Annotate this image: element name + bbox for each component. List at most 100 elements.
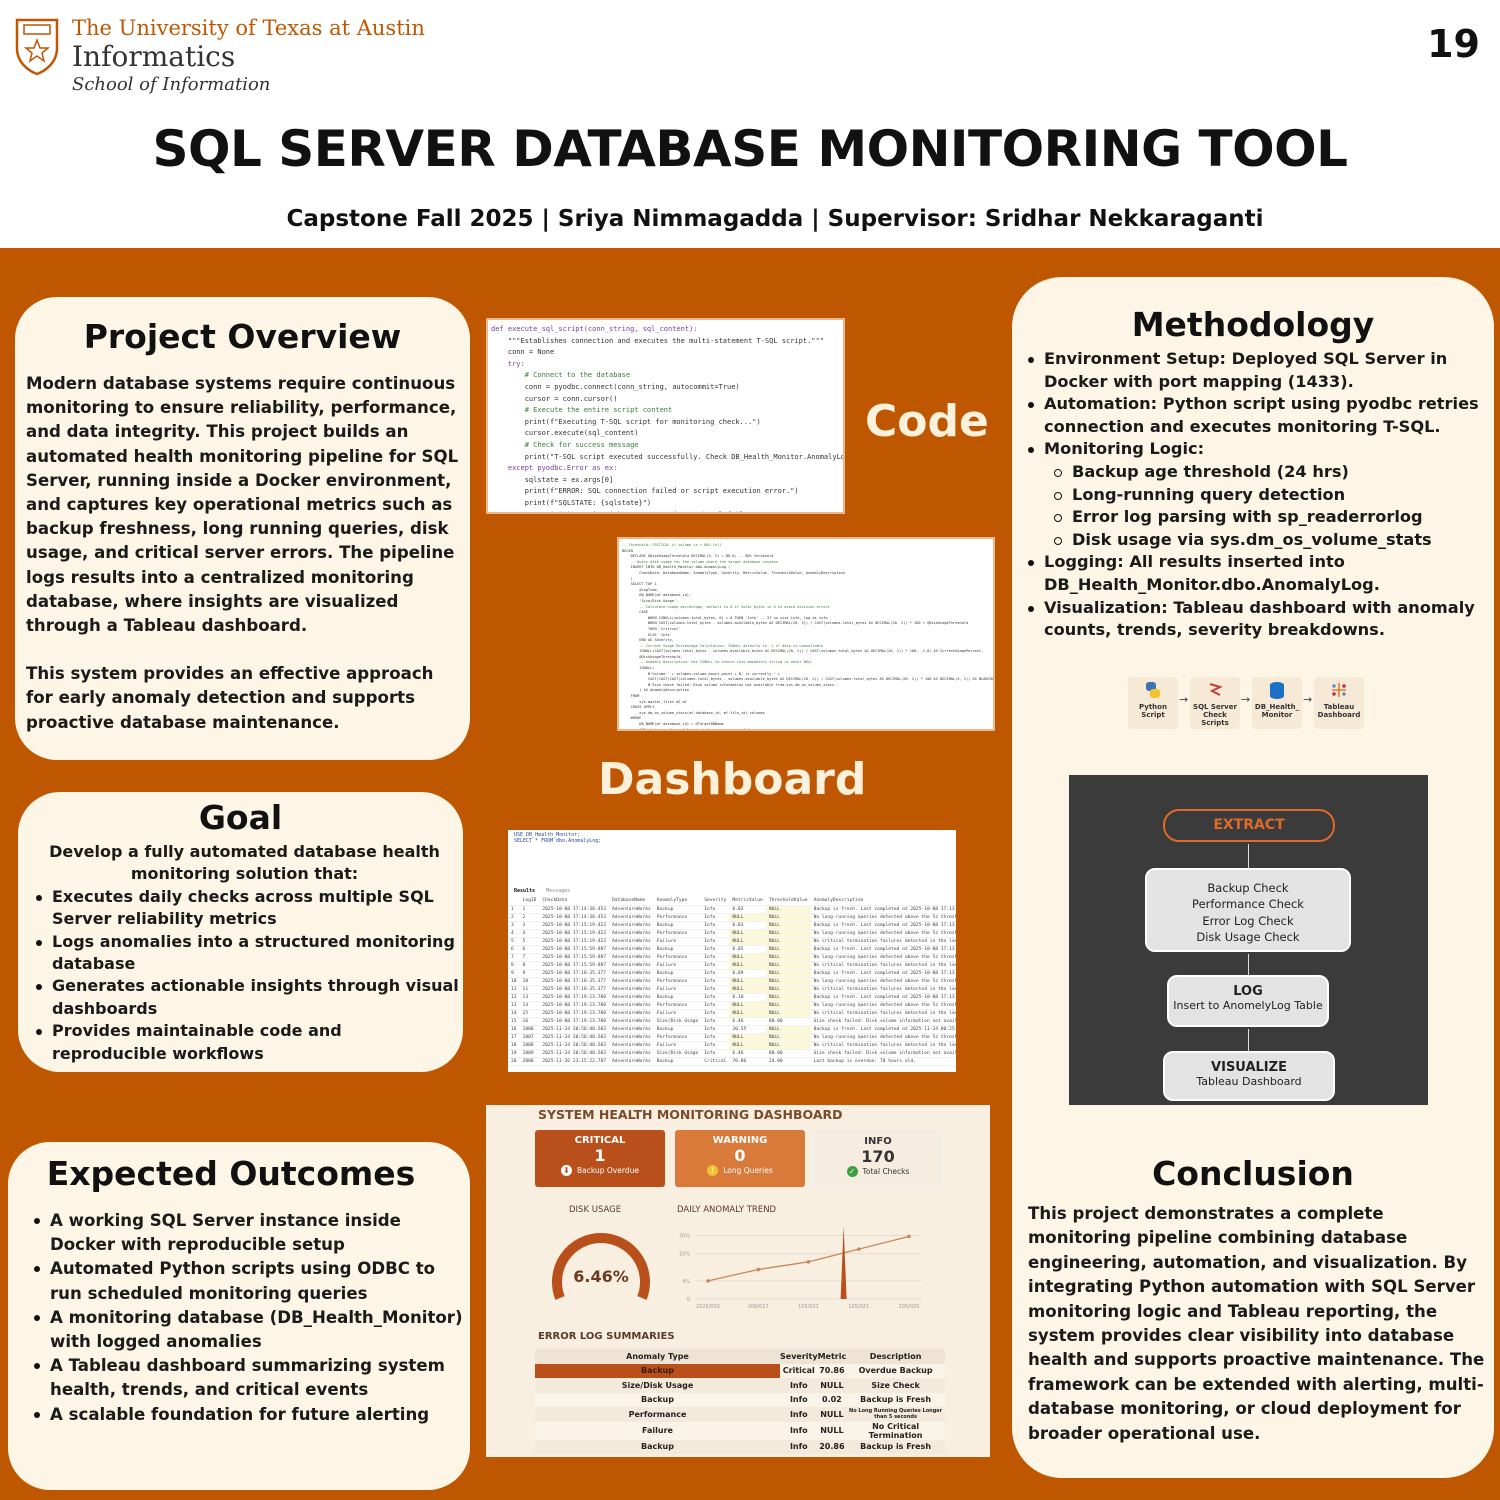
goal-list: Executes daily checks across multiple SQ… — [30, 886, 459, 1065]
column-header[interactable]: MetricValue — [729, 897, 766, 906]
table-cell: 8 — [519, 961, 540, 970]
arrow-icon — [1248, 844, 1249, 868]
table-cell: NULL — [729, 913, 766, 922]
list-item: Visualization: Tableau dashboard with an… — [1022, 597, 1490, 642]
tableau-icon — [1330, 683, 1348, 703]
poster-subtitle: Capstone Fall 2025 | Sriya Nimmagadda | … — [286, 206, 1264, 232]
table-cell: Info — [701, 1033, 730, 1043]
code-line: sqlstate = ex.args[0] — [491, 475, 614, 484]
table-cell: Info — [789, 1442, 808, 1452]
table-cell: 2025-10-08 17:15:19.423 — [539, 921, 610, 930]
pipeline-label: DB_Health_ Monitor — [1254, 703, 1300, 719]
table-cell: Info — [701, 1009, 730, 1019]
column-header[interactable]: LogID — [519, 897, 540, 906]
code-line: N'Volume ' + volumes.volume_mount_point … — [622, 671, 780, 676]
tab-messages[interactable]: Messages — [546, 888, 571, 894]
table-cell: Failure — [642, 1426, 673, 1435]
column-header[interactable]: AnomalyDescription — [810, 897, 956, 906]
table-cell: NULL — [729, 1001, 766, 1011]
code-line: conn = pyodbc.connect(conn_string, autoc… — [491, 382, 740, 391]
arrow-icon — [1248, 1029, 1249, 1051]
code-line: WHEN CAST(volumes.total_bytes - volumes.… — [622, 621, 969, 626]
table-cell: Backup is fresh. Last completed at 2025-… — [810, 993, 956, 1003]
pipeline-step: Python Script — [1128, 677, 1178, 729]
table-cell: Info — [701, 1049, 730, 1059]
log-title: LOG — [1233, 984, 1263, 999]
code-line: ) AS AnomalyDescription — [622, 688, 690, 693]
section-title: Methodology — [1131, 305, 1375, 344]
table-cell: Info — [701, 921, 730, 930]
table-cell: NULL — [820, 1409, 844, 1419]
table-cell: NULL — [729, 961, 766, 970]
overview-paragraph: Modern database systems require continuo… — [26, 374, 459, 636]
table-cell: Performance — [628, 1409, 687, 1419]
table-cell: 2025-10-08 17:15:19.423 — [539, 937, 610, 946]
x-tick-label: 105/025 — [899, 1304, 920, 1310]
table-cell: 4 — [519, 929, 540, 938]
row-num: 9 — [508, 969, 520, 978]
checks-node: Backup Check Performance Check Error Log… — [1145, 868, 1351, 952]
table-cell: Info — [701, 969, 730, 978]
row-num: 1 — [508, 905, 520, 914]
code-line: -- Calculate usage percentage, default t… — [622, 604, 830, 609]
code-line: -- Current Usage Percentage Calculation.… — [622, 643, 824, 648]
list-item: A scalable foundation for future alertin… — [28, 1403, 466, 1427]
table-cell: 2025-11-24 20:56:40.503 — [539, 1049, 610, 1059]
code-line: cursor = conn.cursor() — [491, 394, 618, 403]
row-num: 15 — [508, 1017, 520, 1027]
table-cell: AdventureWorks — [609, 905, 654, 914]
y-tick-label: 70% — [679, 1234, 690, 1240]
code-line: cursor.execute(sql_content) — [491, 429, 639, 438]
code-line: CAST(CAST(CAST(volumes.total_bytes - vol… — [622, 677, 995, 682]
table-cell: AdventureWorks — [609, 961, 654, 970]
goal-card: Goal Develop a fully automated database … — [18, 792, 463, 1072]
code-line: print("T-SQL script executed successfull… — [524, 452, 845, 461]
table-cell: AdventureWorks — [609, 969, 654, 978]
code-line: THEN 'Critical' — [622, 626, 681, 631]
code-line: try: — [491, 359, 525, 368]
table-cell: 20.86 — [819, 1442, 845, 1452]
arrow-right-icon: → — [1303, 693, 1313, 706]
table-cell: Performance — [653, 1001, 702, 1011]
table-cell: AdventureWorks — [609, 953, 654, 962]
column-header[interactable]: DatabaseName — [609, 897, 654, 906]
table-cell: 2025-10-08 17:18:35.377 — [539, 969, 610, 978]
table-cell: 2 — [519, 913, 540, 922]
column-header: Anomaly Type — [626, 1351, 689, 1361]
tab-results[interactable]: Results — [514, 888, 536, 894]
code-line: CROSS APPLY — [622, 705, 655, 710]
log-subtitle: Insert to AnomelyLog Table — [1173, 999, 1323, 1012]
poster-title: SQL SERVER DATABASE MONITORING TOOL — [152, 120, 1348, 178]
row-num: 7 — [508, 953, 520, 962]
table-cell: Size check failed: Disk volume informati… — [810, 1049, 956, 1059]
down-arrow-icon: ⬇ — [561, 1165, 573, 1176]
table-cell: Info — [701, 993, 730, 1003]
row-num: 4 — [508, 929, 520, 938]
section-title: Project Overview — [83, 317, 402, 356]
table-cell: No critical termination failures detecte… — [810, 985, 956, 995]
table-cell: NULL — [765, 977, 811, 987]
column-header[interactable]: Severity — [701, 897, 730, 906]
table-cell: Info — [701, 1025, 730, 1035]
table-cell: 2025-10-08 17:19:13.700 — [539, 1009, 610, 1019]
table-cell: Info — [789, 1426, 808, 1435]
row-num: 13 — [508, 1001, 520, 1011]
pipeline-step: DB_Health_ Monitor — [1252, 677, 1302, 729]
code-line: END AS Severity, — [622, 638, 674, 643]
column-header[interactable]: ThresholdValue — [765, 897, 811, 906]
table-cell: NULL — [729, 977, 766, 987]
kpi-card: INFO 170 ✓Total Checks — [813, 1130, 943, 1187]
query-line: USE DB_Health_Monitor; — [514, 832, 581, 838]
table-cell: 80.00 — [765, 1017, 811, 1027]
row-num: 8 — [508, 961, 520, 970]
code-line: ISNULL(CAST(volumes.total_bytes - volume… — [622, 649, 984, 654]
column-header[interactable]: CheckDate — [539, 897, 610, 906]
column-header[interactable]: AnomalyType — [653, 897, 702, 906]
code-line: @DiskUsageThreshold, — [622, 654, 683, 659]
